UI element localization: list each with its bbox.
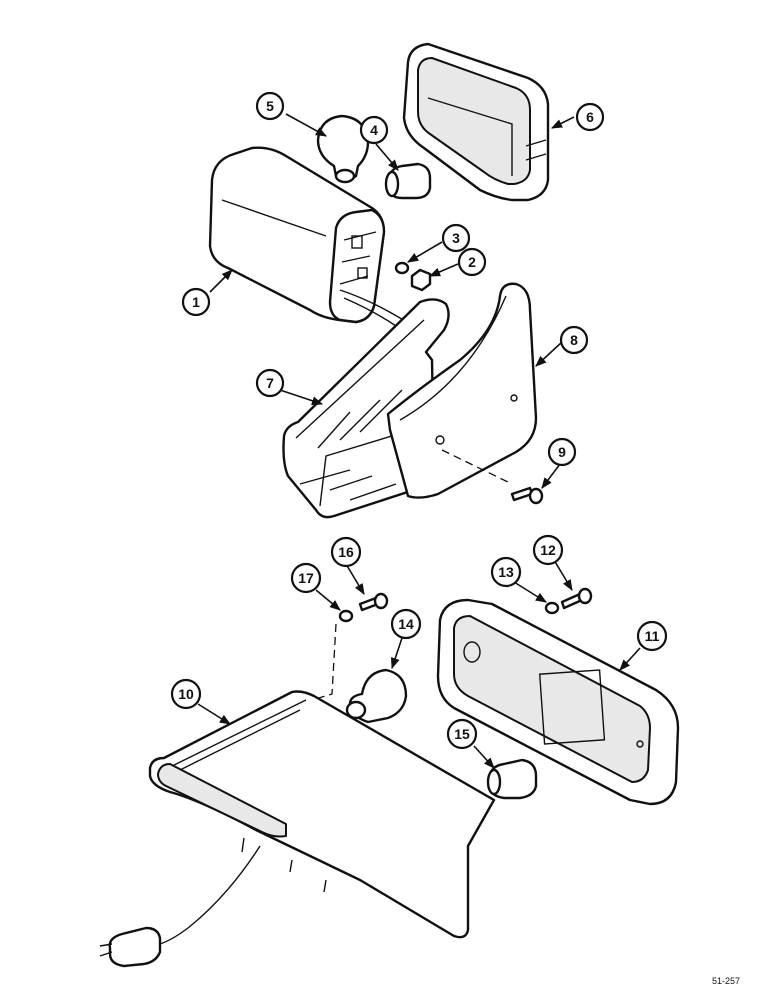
callout-2-label: 2 — [468, 254, 476, 270]
callout-1: 1 — [181, 287, 211, 317]
callout-10: 10 — [170, 678, 202, 710]
callout-15-label: 15 — [454, 726, 470, 742]
small-bulb-upper — [384, 162, 432, 200]
callout-12-label: 12 — [540, 542, 556, 558]
callout-6: 6 — [575, 102, 605, 132]
callout-12: 12 — [532, 534, 564, 566]
upper-lens-frame — [402, 42, 550, 202]
callout-13: 13 — [490, 556, 522, 588]
callout-13-label: 13 — [498, 564, 514, 580]
callout-11-label: 11 — [645, 628, 660, 644]
large-bulb-lower — [345, 668, 408, 724]
large-bulb-upper — [316, 114, 370, 184]
screw-9 — [510, 486, 544, 505]
callout-16: 16 — [330, 536, 362, 568]
callout-3: 3 — [441, 223, 471, 253]
callout-2: 2 — [457, 247, 487, 277]
leader-lines — [197, 113, 641, 769]
callout-10-label: 10 — [178, 686, 194, 702]
callout-1-label: 1 — [192, 294, 200, 310]
callout-6-label: 6 — [586, 109, 594, 125]
callout-4-label: 4 — [370, 122, 378, 138]
callout-9-label: 9 — [558, 444, 566, 460]
callout-14-label: 14 — [398, 616, 414, 632]
lower-lens-frame — [436, 598, 680, 806]
callout-8-label: 8 — [570, 332, 578, 348]
callout-3-label: 3 — [452, 230, 460, 246]
callout-15: 15 — [446, 718, 478, 750]
small-bulb-lower — [486, 758, 538, 800]
screw-12-and-washer-13 — [544, 587, 593, 615]
callout-16-label: 16 — [338, 544, 354, 560]
callout-9: 9 — [547, 437, 577, 467]
callout-4: 4 — [359, 115, 389, 145]
screw-16-and-washer-17 — [338, 592, 389, 623]
callout-7: 7 — [255, 368, 285, 398]
bracket-cover — [386, 282, 538, 499]
drawing-reference: 51-257 — [712, 976, 740, 986]
callout-17-label: 17 — [298, 570, 314, 586]
callout-8: 8 — [559, 325, 589, 355]
washer-and-nut — [394, 261, 432, 292]
callout-14: 14 — [390, 608, 422, 640]
callout-7-label: 7 — [266, 375, 274, 391]
callout-5: 5 — [255, 91, 285, 121]
callout-17: 17 — [290, 562, 322, 594]
lamp-housing — [208, 146, 386, 324]
callout-11: 11 — [636, 620, 668, 652]
lower-lamp-assembly — [99, 690, 496, 968]
alignment-line-lower — [311, 623, 337, 701]
callout-5-label: 5 — [266, 98, 274, 114]
